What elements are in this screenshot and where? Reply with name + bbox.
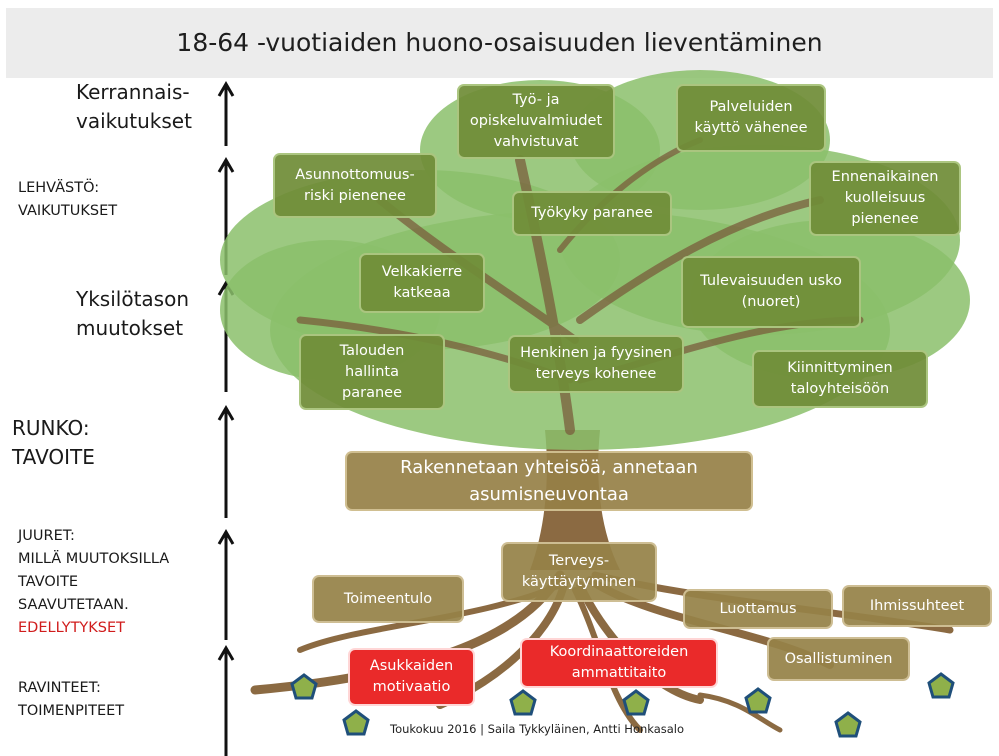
pentagon-icon	[290, 673, 318, 700]
leaf-ennenaikainen: Ennenaikainen kuolleisuus pienenee	[809, 161, 961, 236]
label-ravinteet: RAVINTEET: TOIMENPITEET	[18, 680, 125, 719]
label-kerrannais: Kerrannais- vaikutukset	[76, 80, 192, 133]
pentagon-icon	[509, 689, 537, 716]
timeline-arrows	[217, 81, 235, 756]
leaf-velkakierre: Velkakierre katkeaa	[359, 253, 485, 313]
page-title: 18-64 -vuotiaiden huono-osaisuuden lieve…	[176, 28, 823, 57]
nutrient-asukkaiden: Asukkaiden motivaatio	[348, 648, 475, 706]
root-ihmissuhteet: Ihmissuhteet	[842, 585, 992, 627]
root-osallistuminen: Osallistuminen	[767, 637, 910, 681]
pentagon-icon	[622, 689, 650, 716]
leaf-tulevaisuus: Tulevaisuuden usko (nuoret)	[681, 256, 861, 328]
footer-credit: Toukokuu 2016 | Saila Tykkyläinen, Antti…	[390, 722, 685, 736]
leaf-asunnottomuus: Asunnottomuus- riski pienenee	[273, 153, 437, 218]
leaf-tyo-opiskelu: Työ- ja opiskeluvalmiudet vahvistuvat	[457, 84, 615, 159]
trunk-goal: Rakennetaan yhteisöä, annetaan asumisneu…	[345, 451, 753, 511]
pentagon-icon	[927, 672, 955, 699]
label-yksilotason: Yksilötason muutokset	[76, 287, 189, 340]
label-runko: RUNKO: TAVOITE	[12, 416, 95, 469]
pentagon-icon	[342, 709, 370, 736]
label-lehvasto: LEHVÄSTÖ: VAIKUTUKSET	[18, 180, 118, 219]
leaf-tyokyky: Työkyky paranee	[512, 191, 672, 236]
root-terveys: Terveys- käyttäytyminen	[501, 542, 657, 602]
label-juuret: JUURET: MILLÄ MUUTOKSILLA TAVOITE SAAVUT…	[18, 528, 170, 613]
root-luottamus: Luottamus	[683, 589, 833, 629]
root-toimeentulo: Toimeentulo	[312, 575, 464, 623]
leaf-palveluiden: Palveluiden käyttö vähenee	[676, 84, 826, 152]
leaf-henkinen: Henkinen ja fyysinen terveys kohenee	[508, 335, 684, 393]
pentagon-icon	[834, 711, 862, 738]
leaf-kiinnittyminen: Kiinnittyminen taloyhteisöön	[752, 350, 928, 408]
label-edellytykset: EDELLYTYKSET	[18, 620, 126, 636]
leaf-talous: Talouden hallinta paranee	[299, 334, 445, 410]
nutrient-pentagons	[290, 672, 955, 738]
title-bar: 18-64 -vuotiaiden huono-osaisuuden lieve…	[6, 8, 993, 78]
pentagon-icon	[744, 687, 772, 714]
nutrient-koordinaattoreiden: Koordinaattoreiden ammattitaito	[520, 638, 718, 688]
